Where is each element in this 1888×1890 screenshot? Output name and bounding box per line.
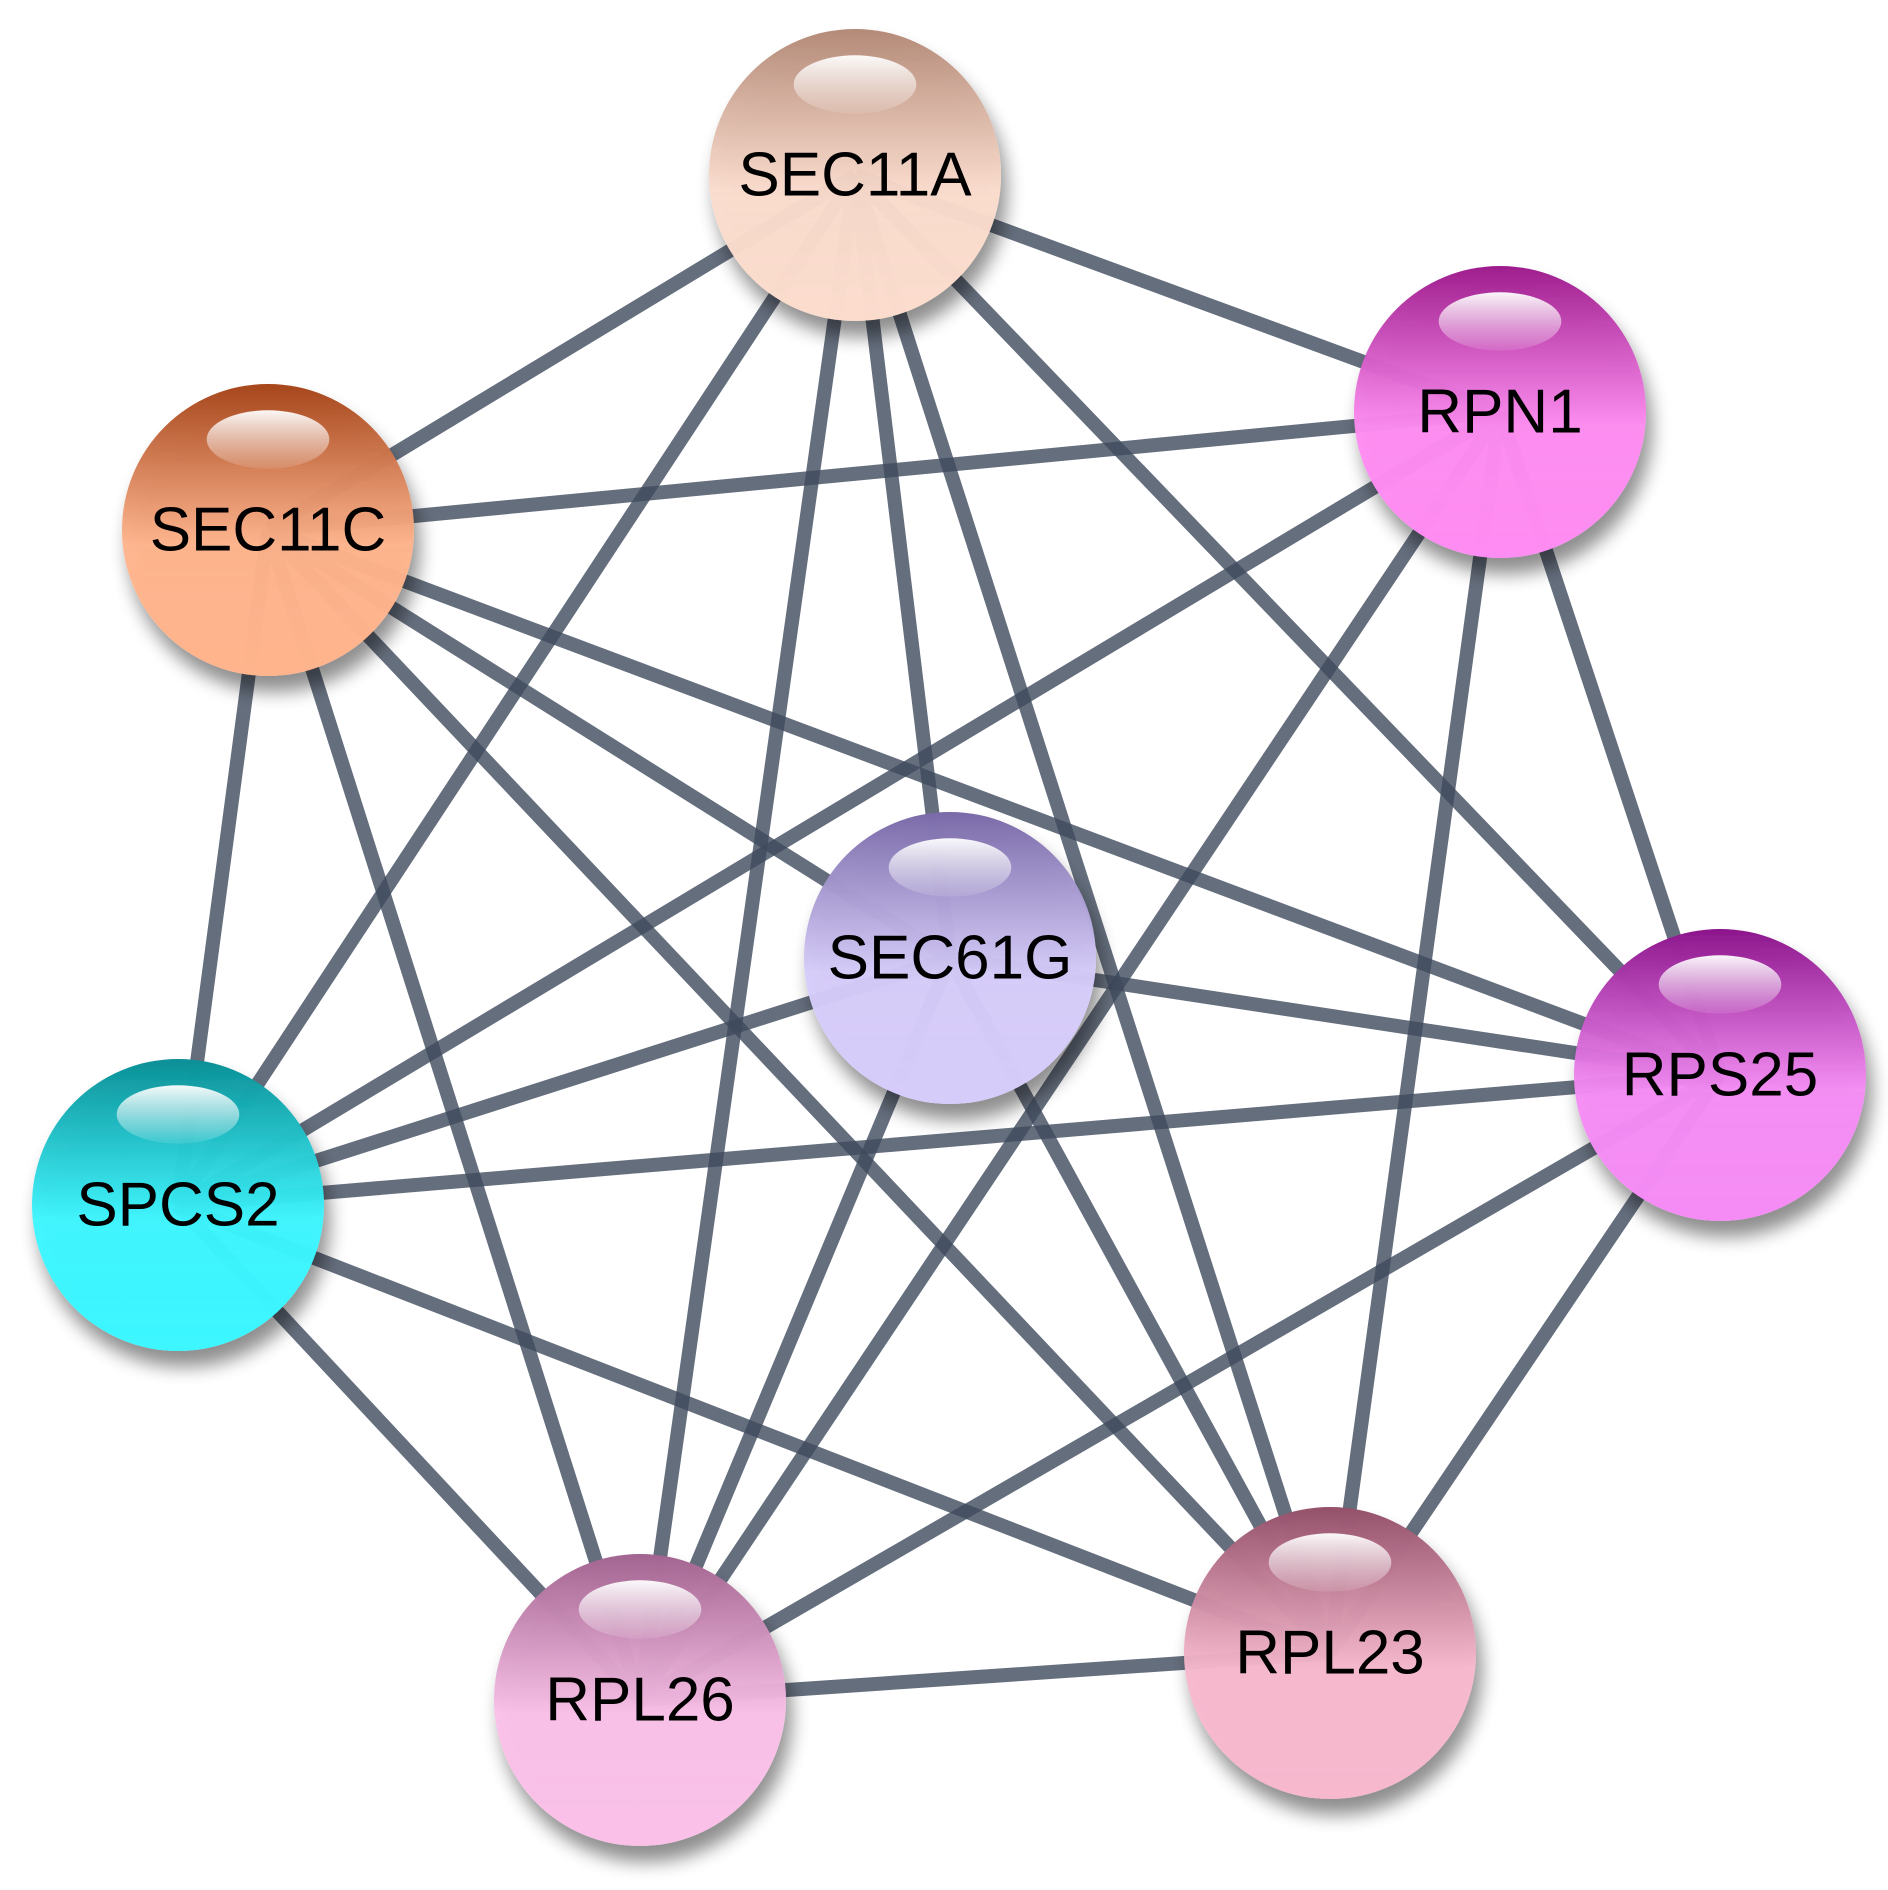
node-sec61g[interactable]: SEC61G	[804, 812, 1096, 1104]
node-highlight	[793, 55, 917, 114]
node-sphere	[709, 29, 1001, 321]
edge-rpn1-spcs2	[174, 405, 1504, 1212]
node-label: SPCS2	[76, 1171, 279, 1240]
node-highlight	[206, 410, 330, 469]
node-label: RPL23	[1235, 1619, 1425, 1688]
node-sec11a[interactable]: SEC11A	[709, 29, 1001, 321]
node-label: RPN1	[1417, 378, 1582, 447]
node-highlight	[1438, 292, 1562, 351]
node-label: SEC61G	[828, 924, 1073, 993]
node-sphere	[122, 384, 414, 676]
node-sphere	[494, 1554, 786, 1846]
edge-rpn1-sec11c	[267, 405, 1501, 537]
node-rps25[interactable]: RPS25	[1574, 929, 1866, 1221]
edges-layer	[171, 168, 1727, 1707]
node-sphere	[804, 812, 1096, 1104]
node-highlight	[888, 838, 1012, 897]
edge-rps25-spcs2	[177, 1068, 1721, 1212]
node-sphere	[1184, 1507, 1476, 1799]
node-highlight	[1658, 955, 1782, 1014]
node-sphere	[32, 1059, 324, 1351]
edge-sec11a-rps25	[849, 170, 1726, 1080]
edge-sec11a-rpl26	[633, 174, 862, 1701]
node-label: SEC11C	[150, 496, 387, 565]
node-sec11c[interactable]: SEC11C	[122, 384, 414, 676]
node-label: RPS25	[1622, 1041, 1818, 1110]
node-rpn1[interactable]: RPN1	[1354, 266, 1646, 558]
edge-sec11c-rps25	[265, 523, 1723, 1082]
edge-rps25-rpl26	[636, 1068, 1724, 1707]
node-rpl23[interactable]: RPL23	[1184, 1507, 1476, 1799]
edge-sec11c-rpl23	[262, 525, 1336, 1658]
node-sphere	[1574, 929, 1866, 1221]
node-highlight	[1268, 1533, 1392, 1592]
node-rpl26[interactable]: RPL26	[494, 1554, 786, 1846]
node-label: SEC11A	[738, 141, 972, 210]
edge-spcs2-rpl23	[175, 1198, 1333, 1660]
node-highlight	[116, 1085, 240, 1144]
edge-sec11a-rpl23	[848, 172, 1337, 1656]
node-highlight	[578, 1580, 702, 1639]
node-sphere	[1354, 266, 1646, 558]
node-label: RPL26	[545, 1666, 735, 1735]
edge-rpn1-rpl26	[634, 408, 1506, 1704]
node-spcs2[interactable]: SPCS2	[32, 1059, 324, 1351]
